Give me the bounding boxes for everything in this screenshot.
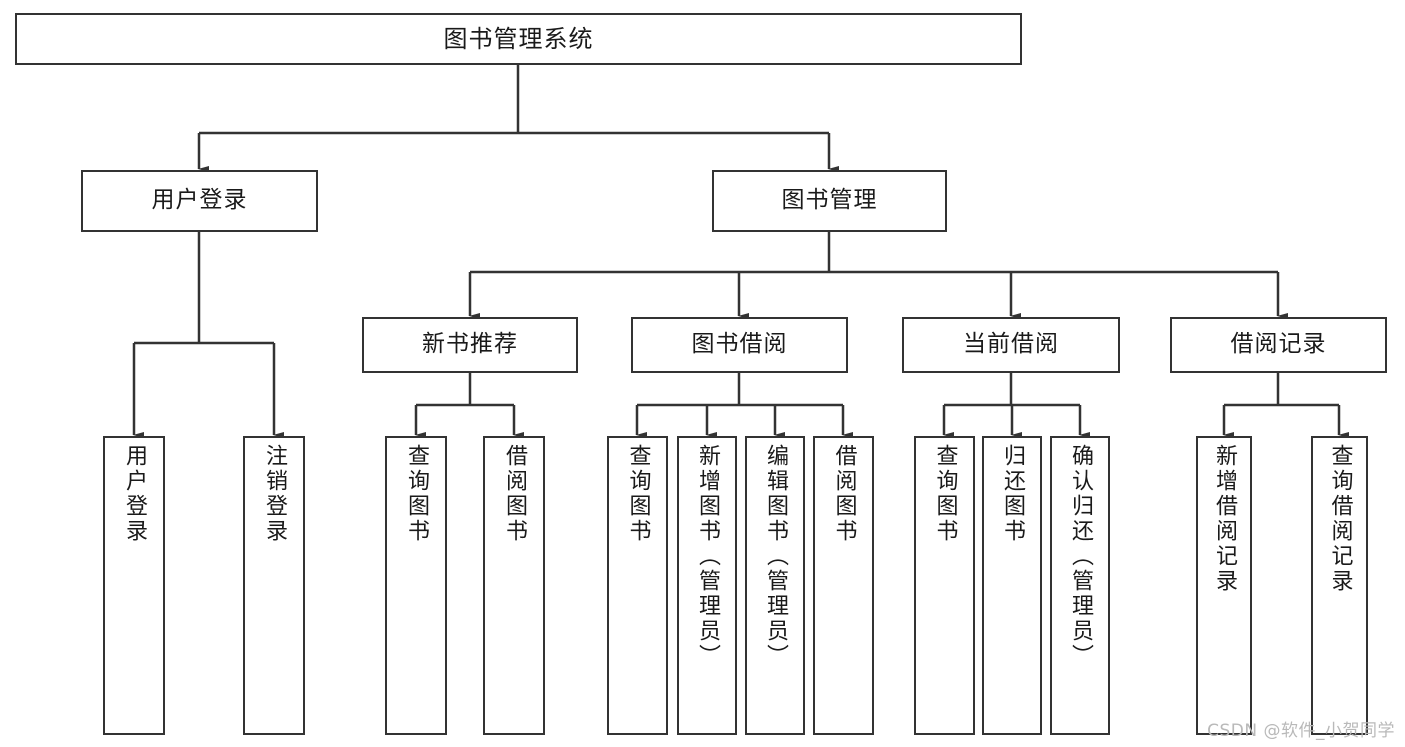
node-label: 查询图书 [932, 444, 958, 544]
node-label: 查询图书 [404, 444, 429, 544]
node-label: 图书管理系统 [443, 24, 594, 53]
node-l3_3[interactable]: 借阅记录 [1170, 317, 1387, 373]
node-leaf_2[interactable]: 查询图书 [385, 436, 447, 735]
node-l3_1[interactable]: 图书借阅 [631, 317, 848, 373]
node-l3_0[interactable]: 新书推荐 [362, 317, 578, 373]
node-leaf_0[interactable]: 用户登录 [103, 436, 165, 735]
node-label: 归还图书 [1000, 444, 1025, 544]
edge-paths [132, 65, 1349, 438]
node-label: 查询借阅记录 [1327, 444, 1353, 594]
node-leaf_3[interactable]: 借阅图书 [483, 436, 545, 735]
node-label: 当前借阅 [963, 331, 1059, 358]
node-leaf_11[interactable]: 新增借阅记录 [1196, 436, 1252, 735]
node-label: 新增图书（管理员） [695, 444, 720, 669]
node-label: 借阅记录 [1230, 331, 1327, 358]
node-leaf_7[interactable]: 借阅图书 [813, 436, 874, 735]
watermark-text: CSDN @软件_小贺同学 [1207, 721, 1395, 741]
node-label: 图书管理 [781, 187, 878, 214]
node-leaf_10[interactable]: 确认归还（管理员） [1050, 436, 1110, 735]
node-root[interactable]: 图书管理系统 [15, 13, 1022, 65]
node-label: 借阅图书 [502, 444, 527, 544]
node-leaf_1[interactable]: 注销登录 [243, 436, 305, 735]
node-l2_0[interactable]: 用户登录 [81, 170, 318, 232]
node-l2_1[interactable]: 图书管理 [712, 170, 947, 232]
node-leaf_6[interactable]: 编辑图书（管理员） [745, 436, 805, 735]
node-l3_2[interactable]: 当前借阅 [902, 317, 1120, 373]
node-leaf_9[interactable]: 归还图书 [982, 436, 1042, 735]
node-label: 用户登录 [151, 187, 248, 214]
node-leaf_8[interactable]: 查询图书 [914, 436, 975, 735]
node-label: 注销登录 [262, 444, 287, 544]
node-leaf_5[interactable]: 新增图书（管理员） [677, 436, 737, 735]
node-label: 查询图书 [625, 444, 651, 544]
node-label: 编辑图书（管理员） [763, 444, 788, 669]
node-label: 新增借阅记录 [1212, 444, 1237, 594]
node-label: 图书借阅 [691, 331, 788, 358]
node-label: 确认归还（管理员） [1068, 444, 1093, 669]
node-leaf_12[interactable]: 查询借阅记录 [1311, 436, 1368, 735]
node-label: 新书推荐 [422, 331, 518, 358]
node-label: 用户登录 [122, 444, 147, 544]
node-leaf_4[interactable]: 查询图书 [607, 436, 668, 735]
node-label: 借阅图书 [831, 444, 857, 544]
